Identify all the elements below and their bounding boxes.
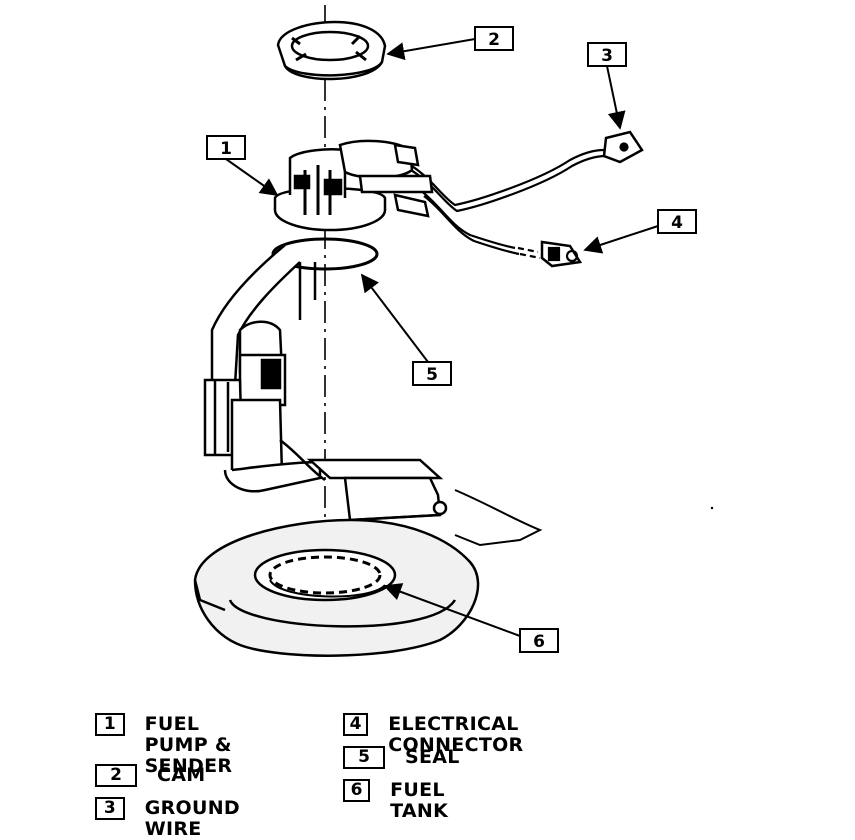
fuel-pump-sender-top: [273, 139, 434, 232]
legend-label: FUEL PUMP & SENDER: [144, 713, 233, 777]
legend-number: 1: [95, 713, 125, 736]
legend-label: ELECTRICAL CONNECTOR: [388, 713, 524, 756]
legend-number: 5: [343, 746, 385, 769]
ground-wire: [401, 130, 644, 213]
callout-5-label: 5: [426, 365, 438, 385]
fuel-pump-body: [203, 244, 322, 493]
callout-1: 1: [206, 135, 279, 197]
callout-6: 6: [383, 583, 559, 653]
callout-2: 2: [386, 26, 514, 61]
callout-5: 5: [360, 273, 452, 386]
legend-number: 3: [95, 797, 125, 820]
legend-number: 4: [343, 713, 369, 736]
legend-number: 2: [95, 764, 137, 787]
legend-label: SEAL: [405, 746, 460, 768]
legend-item-1: 1 FUEL PUMP & SENDER: [95, 713, 245, 777]
legend-item-4: 4 ELECTRICAL CONNECTOR: [343, 713, 540, 756]
tank-outline: [454, 489, 543, 547]
electrical-connector: [419, 189, 583, 268]
legend-item-2: 2 CAM: [95, 764, 205, 787]
callout-3: 3: [587, 42, 627, 130]
cam-ring: [276, 20, 387, 81]
fuel-tank-opening: [193, 518, 480, 657]
callout-1-label: 1: [220, 139, 232, 159]
legend-item-6: 6 FUEL TANK: [343, 779, 463, 822]
legend-item-5: 5 SEAL: [343, 746, 460, 769]
legend-label: CAM: [157, 764, 206, 786]
legend-number: 6: [343, 779, 371, 802]
callout-2-label: 2: [488, 30, 500, 50]
callout-4-label: 4: [671, 213, 683, 233]
legend-item-3: 3 GROUND WIRE: [95, 797, 252, 840]
legend-label: GROUND WIRE: [144, 797, 240, 840]
callout-6-label: 6: [533, 632, 545, 652]
callout-3-label: 3: [601, 46, 613, 66]
callout-4: 4: [583, 209, 697, 254]
legend-label: FUEL TANK: [390, 779, 449, 822]
fuel-level-float: [279, 439, 448, 522]
